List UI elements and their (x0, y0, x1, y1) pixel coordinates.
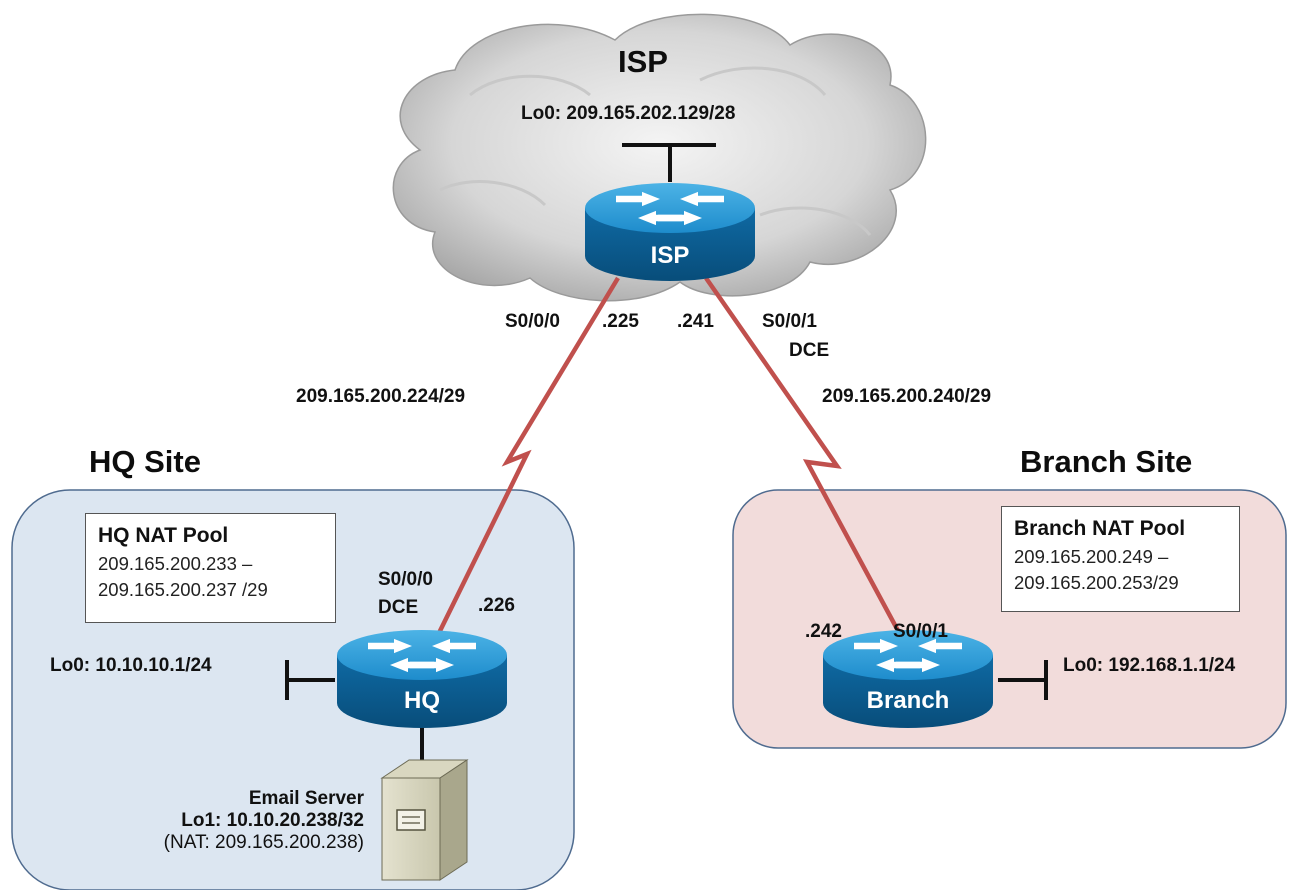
hq-loopback-symbol (285, 660, 335, 700)
branch-loopback-symbol (998, 660, 1048, 700)
branch-site-title: Branch Site (1020, 444, 1193, 479)
email-server-icon (380, 759, 469, 881)
email-server-nat: (NAT: 209.165.200.238) (163, 832, 364, 853)
isp-s000-ip: .225 (602, 311, 639, 332)
hq-link-network-label: 209.165.200.224/29 (296, 386, 466, 407)
isp-s001-dce: DCE (789, 340, 830, 361)
hq-router-icon (337, 630, 507, 728)
branch-isp-serial-link (704, 276, 905, 642)
hq-site-title: HQ Site (89, 444, 201, 479)
isp-loopback-symbol (622, 143, 716, 182)
hq-nat-pool-range-end: 209.165.200.237 /29 (98, 579, 268, 601)
hq-isp-serial-link (435, 276, 620, 636)
email-server-loopback: Lo1: 10.10.20.238/32 (181, 810, 364, 831)
email-server-label-group: Email Server Lo1: 10.10.20.238/32 (NAT: … (150, 788, 364, 854)
branch-loopback-label: Lo0: 192.168.1.1/24 (1063, 655, 1236, 676)
branch-nat-pool-range-end: 209.165.200.253/29 (1014, 572, 1179, 594)
isp-router-icon (585, 183, 755, 281)
branch-router-name: Branch (866, 687, 950, 714)
isp-s001-ip: .241 (677, 311, 714, 332)
email-server-name: Email Server (248, 788, 364, 809)
isp-s001-label: S0/0/1 (762, 311, 817, 332)
isp-router-name: ISP (650, 242, 690, 269)
branch-router-icon (823, 630, 993, 728)
isp-title: ISP (618, 44, 668, 79)
branch-nat-pool-box: Branch NAT Pool 209.165.200.249 – 209.16… (1001, 506, 1240, 612)
hq-nat-pool-range-start: 209.165.200.233 – (98, 553, 253, 574)
branch-serial-label: S0/0/1 (893, 621, 948, 642)
branch-link-network-label: 209.165.200.240/29 (822, 386, 992, 407)
branch-serial-ip: .242 (805, 621, 842, 642)
branch-nat-pool-title: Branch NAT Pool (1014, 517, 1186, 540)
hq-nat-pool-title: HQ NAT Pool (98, 524, 229, 547)
hq-serial-label: S0/0/0 (378, 569, 433, 590)
isp-loopback-label: Lo0: 209.165.202.129/28 (521, 103, 736, 124)
hq-router-name: HQ (404, 687, 440, 714)
branch-nat-pool-range-start: 209.165.200.249 – (1014, 546, 1169, 567)
hq-serial-ip: .226 (478, 595, 515, 616)
isp-s000-label: S0/0/0 (505, 311, 560, 332)
isp-cloud (392, 13, 927, 302)
hq-loopback-label: Lo0: 10.10.10.1/24 (50, 655, 212, 676)
hq-serial-dce: DCE (378, 597, 419, 618)
hq-nat-pool-box: HQ NAT Pool 209.165.200.233 – 209.165.20… (85, 513, 336, 623)
